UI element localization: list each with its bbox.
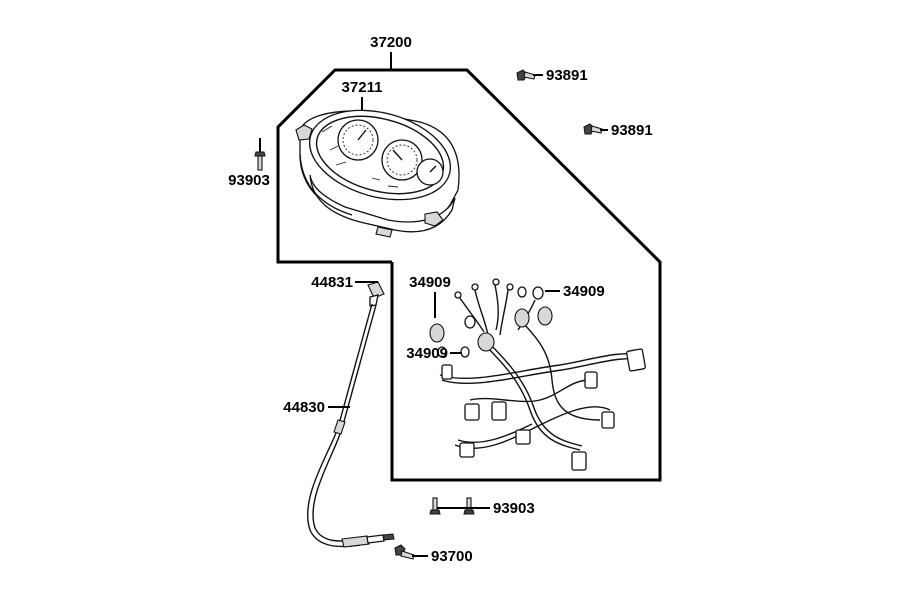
label-93891-a: 93891 bbox=[546, 67, 588, 84]
label-34909-upper-right: 34909 bbox=[563, 283, 605, 300]
screw-93903-bottom-drawing bbox=[429, 497, 475, 515]
label-93700: 93700 bbox=[431, 548, 473, 565]
label-37200: 37200 bbox=[370, 34, 412, 51]
label-37211: 37211 bbox=[342, 79, 383, 96]
screw-93903-left-drawing bbox=[254, 151, 266, 171]
bolt-93700-drawing bbox=[394, 544, 415, 560]
label-34909-upper-left: 34909 bbox=[409, 274, 451, 291]
label-93903-left: 93903 bbox=[228, 172, 270, 189]
speedometer-body-drawing bbox=[295, 109, 460, 238]
label-44831: 44831 bbox=[311, 274, 353, 291]
label-93903-bottom: 93903 bbox=[493, 500, 535, 517]
label-34909-lower-left: 34909 bbox=[406, 345, 448, 362]
label-93891-b: 93891 bbox=[611, 122, 653, 139]
screw-93891-b-drawing bbox=[583, 123, 603, 135]
label-44830: 44830 bbox=[283, 399, 325, 416]
screw-93891-a-drawing bbox=[516, 69, 536, 81]
assembly-outline bbox=[276, 68, 662, 482]
wiring-harness-drawing bbox=[429, 278, 646, 471]
